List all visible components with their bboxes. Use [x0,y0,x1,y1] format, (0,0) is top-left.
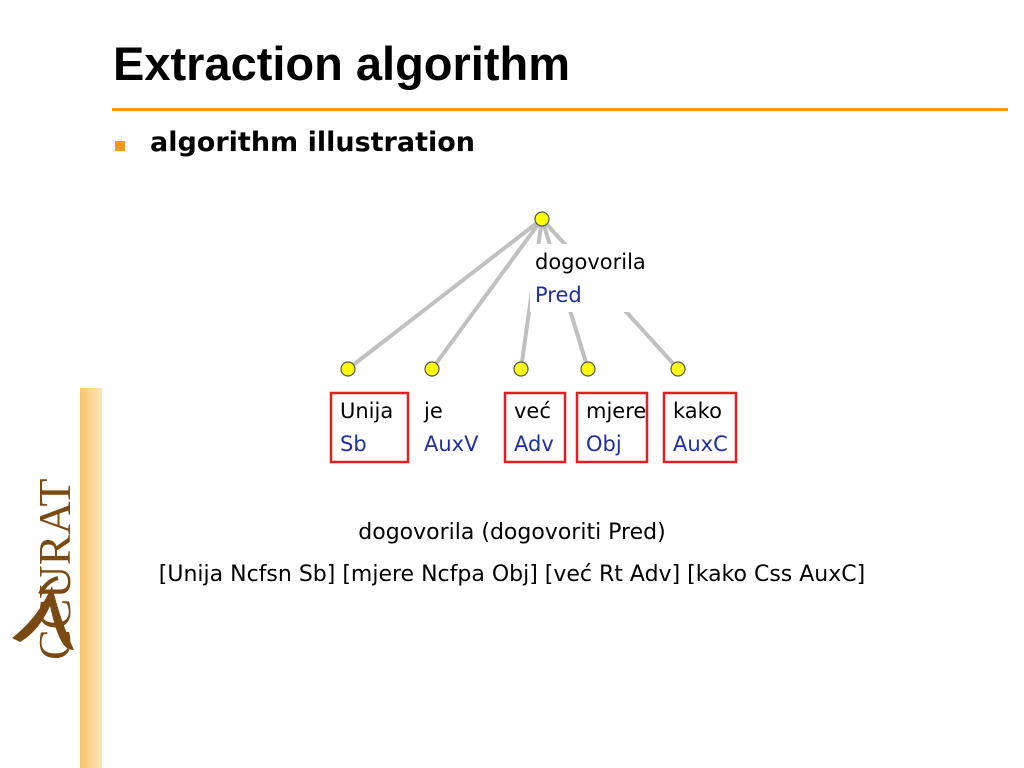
child-word: Unija [340,399,393,423]
tree-edge [346,217,544,371]
child-word: već [514,399,551,423]
root-node [534,211,550,227]
child-word: mjere [586,399,646,423]
output-line-children: [Unija Ncfsn Sb] [mjere Ncfpa Obj] [već … [158,562,866,587]
root-word: dogovorila [535,250,646,274]
child-label: Adv [514,432,554,456]
child-label: Obj [586,432,622,456]
highlight-box [662,391,738,464]
child-node [424,361,440,377]
root-label-backing [530,244,660,312]
child-word: je [423,399,443,423]
root-label: Pred [535,283,582,307]
child-node [340,361,356,377]
child-label: AuxC [673,432,728,456]
title-underline [112,108,1008,111]
bullet-text: algorithm illustration [150,127,476,158]
highlight-box [575,391,649,464]
child-word: kako [673,399,722,423]
child-node [513,361,529,377]
slide-title: Extraction algorithm [113,37,571,90]
child-node [580,361,596,377]
child-label: Sb [340,432,367,456]
child-label: AuxV [424,432,479,456]
highlight-box [503,391,567,464]
highlight-box [329,391,410,464]
output-line-root: dogovorila (dogovoriti Pred) [358,520,666,545]
bullet-marker [115,141,125,151]
tree-edge [430,217,544,371]
child-node [670,361,686,377]
accurat-logo [12,576,74,650]
sidebar-accent-bar [80,388,102,768]
